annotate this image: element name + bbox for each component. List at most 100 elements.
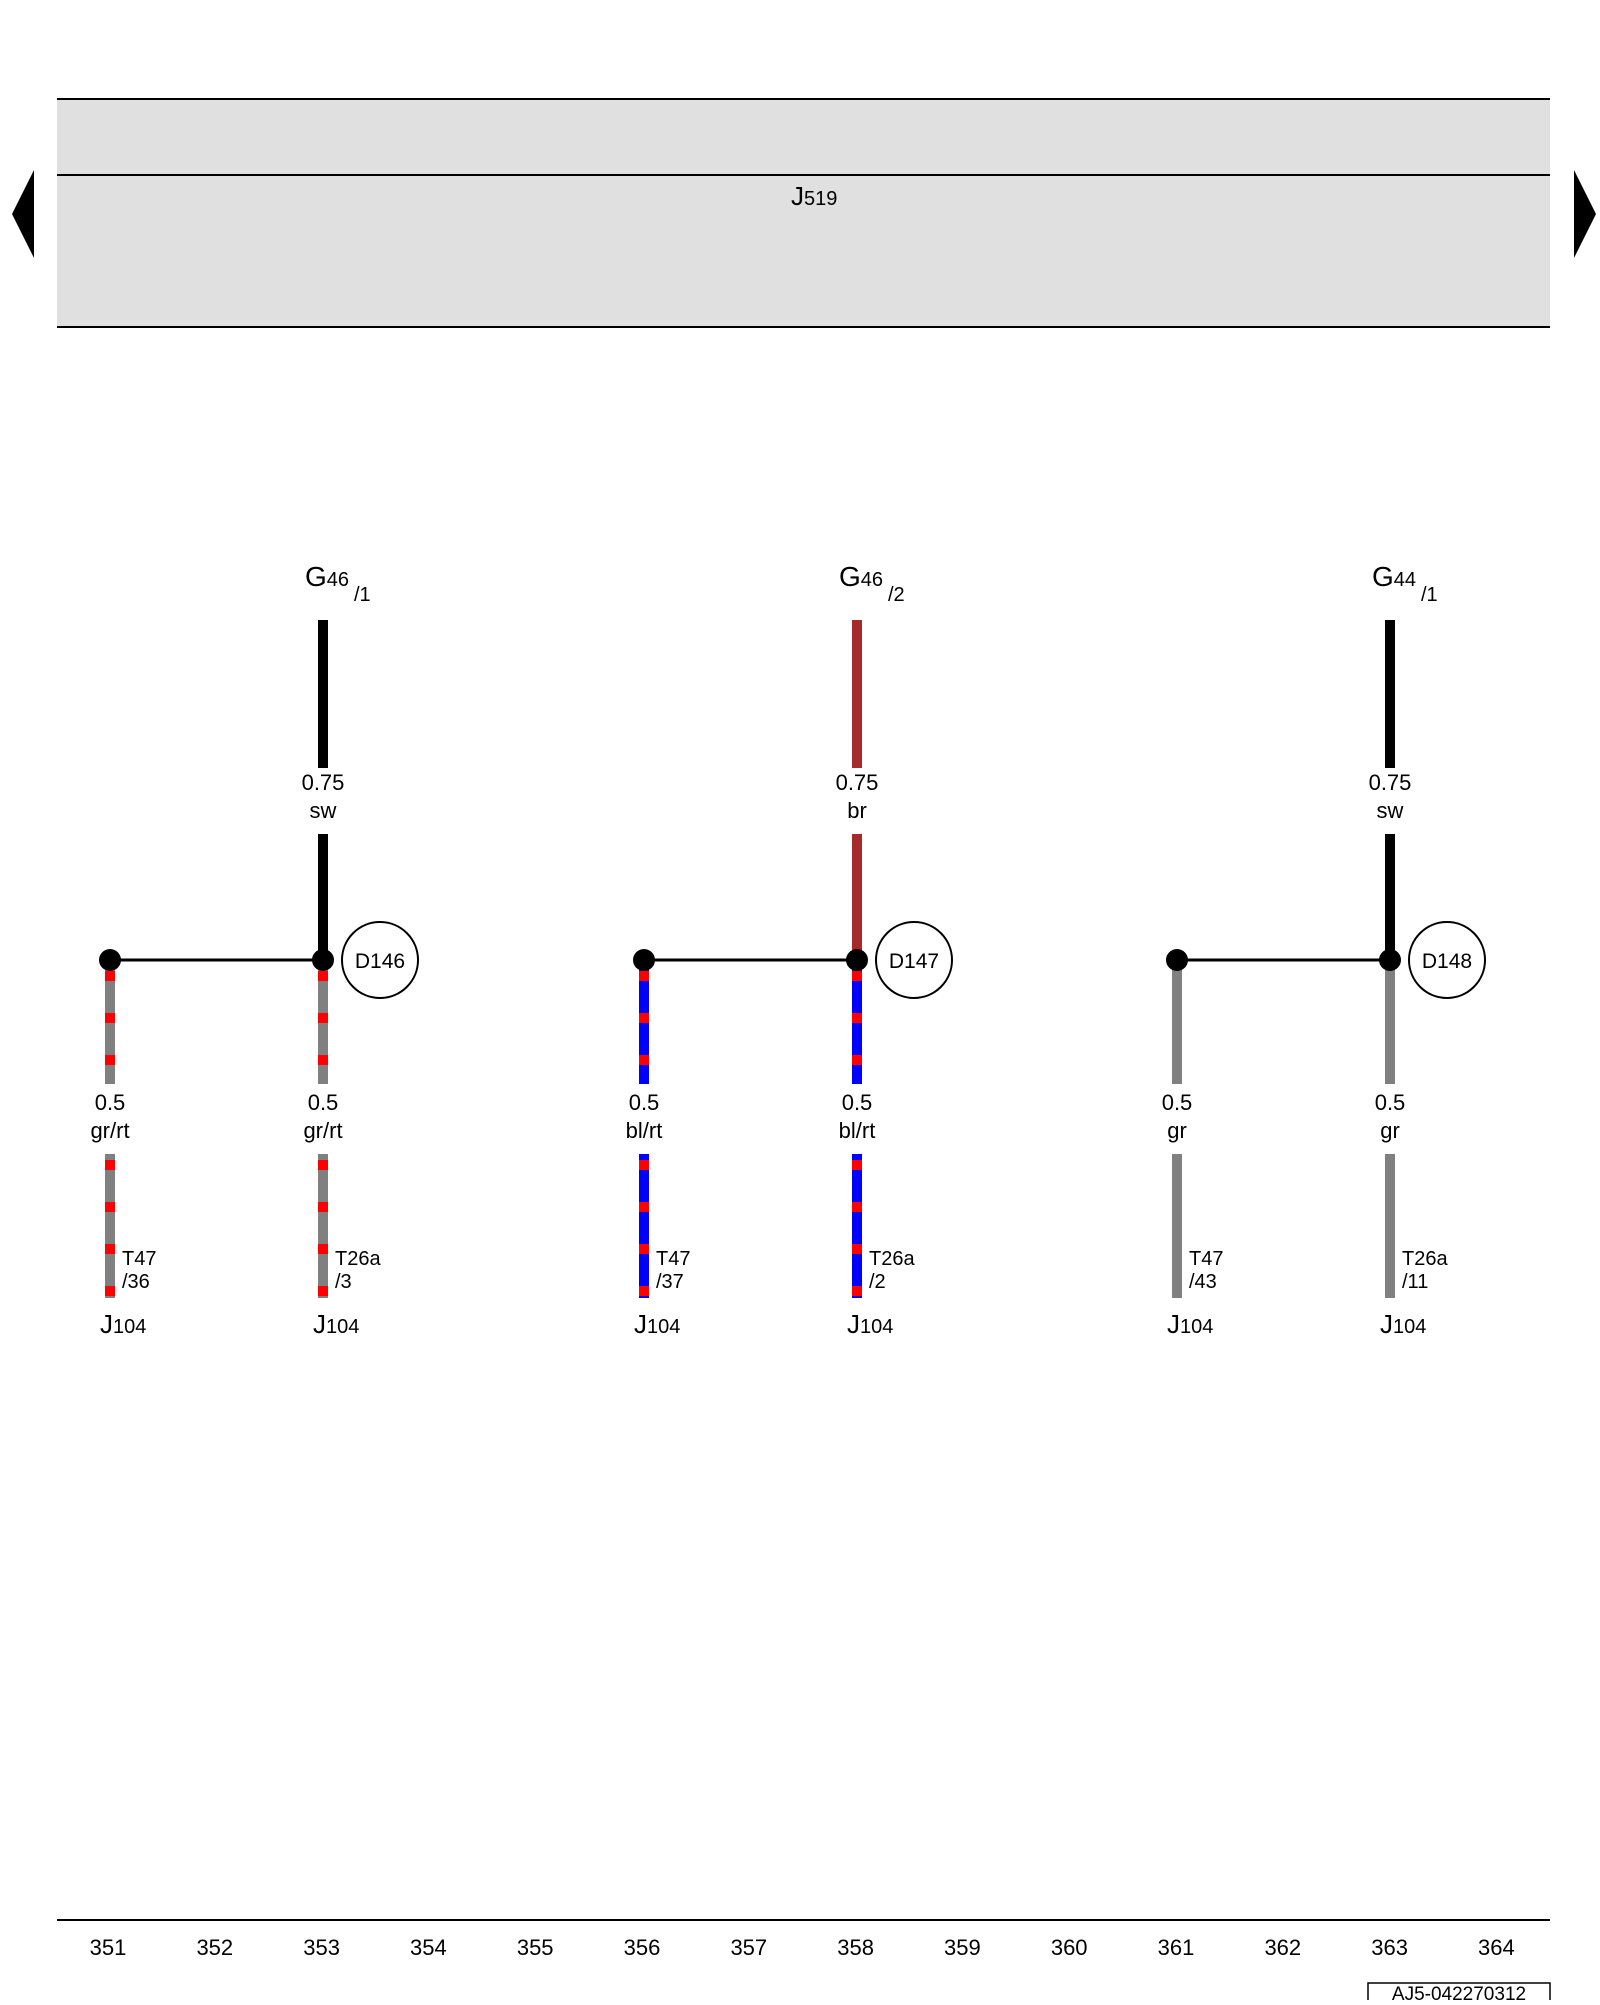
source-component-label: G46: [305, 561, 349, 592]
source-number: 44: [1394, 569, 1416, 591]
target-component-label: J104: [1167, 1309, 1213, 1339]
target-letter: J: [1167, 1309, 1180, 1339]
next-page-arrow-icon[interactable]: [1574, 170, 1596, 258]
track-number: 362: [1264, 1935, 1301, 1960]
branch-wire-color-code: gr/rt: [90, 1118, 129, 1143]
source-letter: G: [839, 561, 861, 592]
track-numbers: 351 352 353 354 355 356 357 358 359 360 361 362 363 3…: [90, 1935, 1515, 1960]
target-letter: J: [100, 1309, 113, 1339]
track-number: 358: [837, 1935, 874, 1960]
target-component-label: J104: [313, 1309, 359, 1339]
source-number: 46: [327, 569, 349, 591]
main-wire-color-code: sw: [310, 798, 337, 823]
connector-pin: /37: [656, 1271, 684, 1293]
target-component-label: J104: [1380, 1309, 1426, 1339]
track-number: 363: [1371, 1935, 1408, 1960]
splice-circle: [341, 921, 419, 999]
source-component-label: G44: [1372, 561, 1416, 592]
target-letter: J: [634, 1309, 647, 1339]
branch-wire-size: 0.5: [1162, 1090, 1193, 1115]
junction-dot-left: [633, 949, 655, 971]
target-number: 104: [647, 1316, 680, 1338]
connector-label: T26a: [335, 1248, 381, 1270]
target-component-label: J104: [100, 1309, 146, 1339]
connector-pin: /43: [1189, 1271, 1217, 1293]
branch-wire-size: 0.5: [95, 1090, 126, 1115]
source-letter: G: [305, 561, 327, 592]
connector-label: T26a: [1402, 1248, 1448, 1270]
junction-dot-main: [846, 949, 868, 971]
track-number: 356: [624, 1935, 661, 1960]
target-component-label: J104: [847, 1309, 893, 1339]
circuit-3: G44/10.75sw0.5grT47/43J1040.5grT26a/11J1…: [1162, 561, 1486, 1339]
source-component-label: G46: [839, 561, 883, 592]
branch-wire-color-code: bl/rt: [626, 1118, 663, 1143]
branch-wire-color-code: bl/rt: [839, 1118, 876, 1143]
doc-id: AJ5-042270312: [1392, 1984, 1526, 2000]
track-number: 354: [410, 1935, 447, 1960]
source-pin: /1: [354, 584, 371, 606]
prev-page-arrow-icon[interactable]: [12, 170, 34, 258]
track-number: 359: [944, 1935, 981, 1960]
splice-circle: [1408, 921, 1486, 999]
splice-label: D147: [889, 950, 939, 973]
connector-pin: /36: [122, 1271, 150, 1293]
header-band: [57, 99, 1550, 327]
source-pin: /2: [888, 584, 905, 606]
splice-circle: [875, 921, 953, 999]
connector-label: T26a: [869, 1248, 915, 1270]
branch-wire-color-code: gr/rt: [303, 1118, 342, 1143]
connector-pin: /3: [335, 1271, 352, 1293]
circuits-layer: G46/10.75sw0.5gr/rtT47/36J1040.5gr/rtT26…: [90, 561, 1486, 1339]
branch-wire-size: 0.5: [1375, 1090, 1406, 1115]
connector-label: T47: [122, 1248, 156, 1270]
target-number: 104: [113, 1316, 146, 1338]
track-number: 357: [730, 1935, 767, 1960]
track-number: 360: [1051, 1935, 1088, 1960]
branch-wire-size: 0.5: [308, 1090, 339, 1115]
target-number: 104: [860, 1316, 893, 1338]
connector-label: T47: [1189, 1248, 1223, 1270]
main-wire-size: 0.75: [1369, 770, 1412, 795]
source-number: 46: [861, 569, 883, 591]
circuit-1: G46/10.75sw0.5gr/rtT47/36J1040.5gr/rtT26…: [90, 561, 419, 1339]
main-wire-color-code: br: [847, 798, 867, 823]
circuit-2: G46/20.75br0.5bl/rtT47/37J1040.5bl/rtT26…: [626, 561, 953, 1339]
target-number: 104: [1180, 1316, 1213, 1338]
junction-dot-main: [1379, 949, 1401, 971]
branch-wire-color-code: gr: [1167, 1118, 1187, 1143]
main-wire-color-code: sw: [1377, 798, 1404, 823]
target-number: 104: [326, 1316, 359, 1338]
track-number: 352: [196, 1935, 233, 1960]
track-number: 351: [90, 1935, 127, 1960]
target-number: 104: [1393, 1316, 1426, 1338]
main-wire-size: 0.75: [836, 770, 879, 795]
branch-wire-color-code: gr: [1380, 1118, 1400, 1143]
branch-wire-size: 0.5: [842, 1090, 873, 1115]
track-number: 353: [303, 1935, 340, 1960]
junction-dot-left: [99, 949, 121, 971]
splice-label: D146: [355, 950, 405, 973]
target-letter: J: [313, 1309, 326, 1339]
target-letter: J: [1380, 1309, 1393, 1339]
target-component-label: J104: [634, 1309, 680, 1339]
track-number: 364: [1478, 1935, 1515, 1960]
junction-dot-left: [1166, 949, 1188, 971]
connector-label: T47: [656, 1248, 690, 1270]
junction-dot-main: [312, 949, 334, 971]
source-letter: G: [1372, 561, 1394, 592]
main-wire-size: 0.75: [302, 770, 345, 795]
track-number: 361: [1158, 1935, 1195, 1960]
header-module-label: J519: [791, 181, 837, 211]
connector-pin: /11: [1402, 1271, 1428, 1293]
source-pin: /1: [1421, 584, 1438, 606]
target-letter: J: [847, 1309, 860, 1339]
track-number: 355: [517, 1935, 554, 1960]
